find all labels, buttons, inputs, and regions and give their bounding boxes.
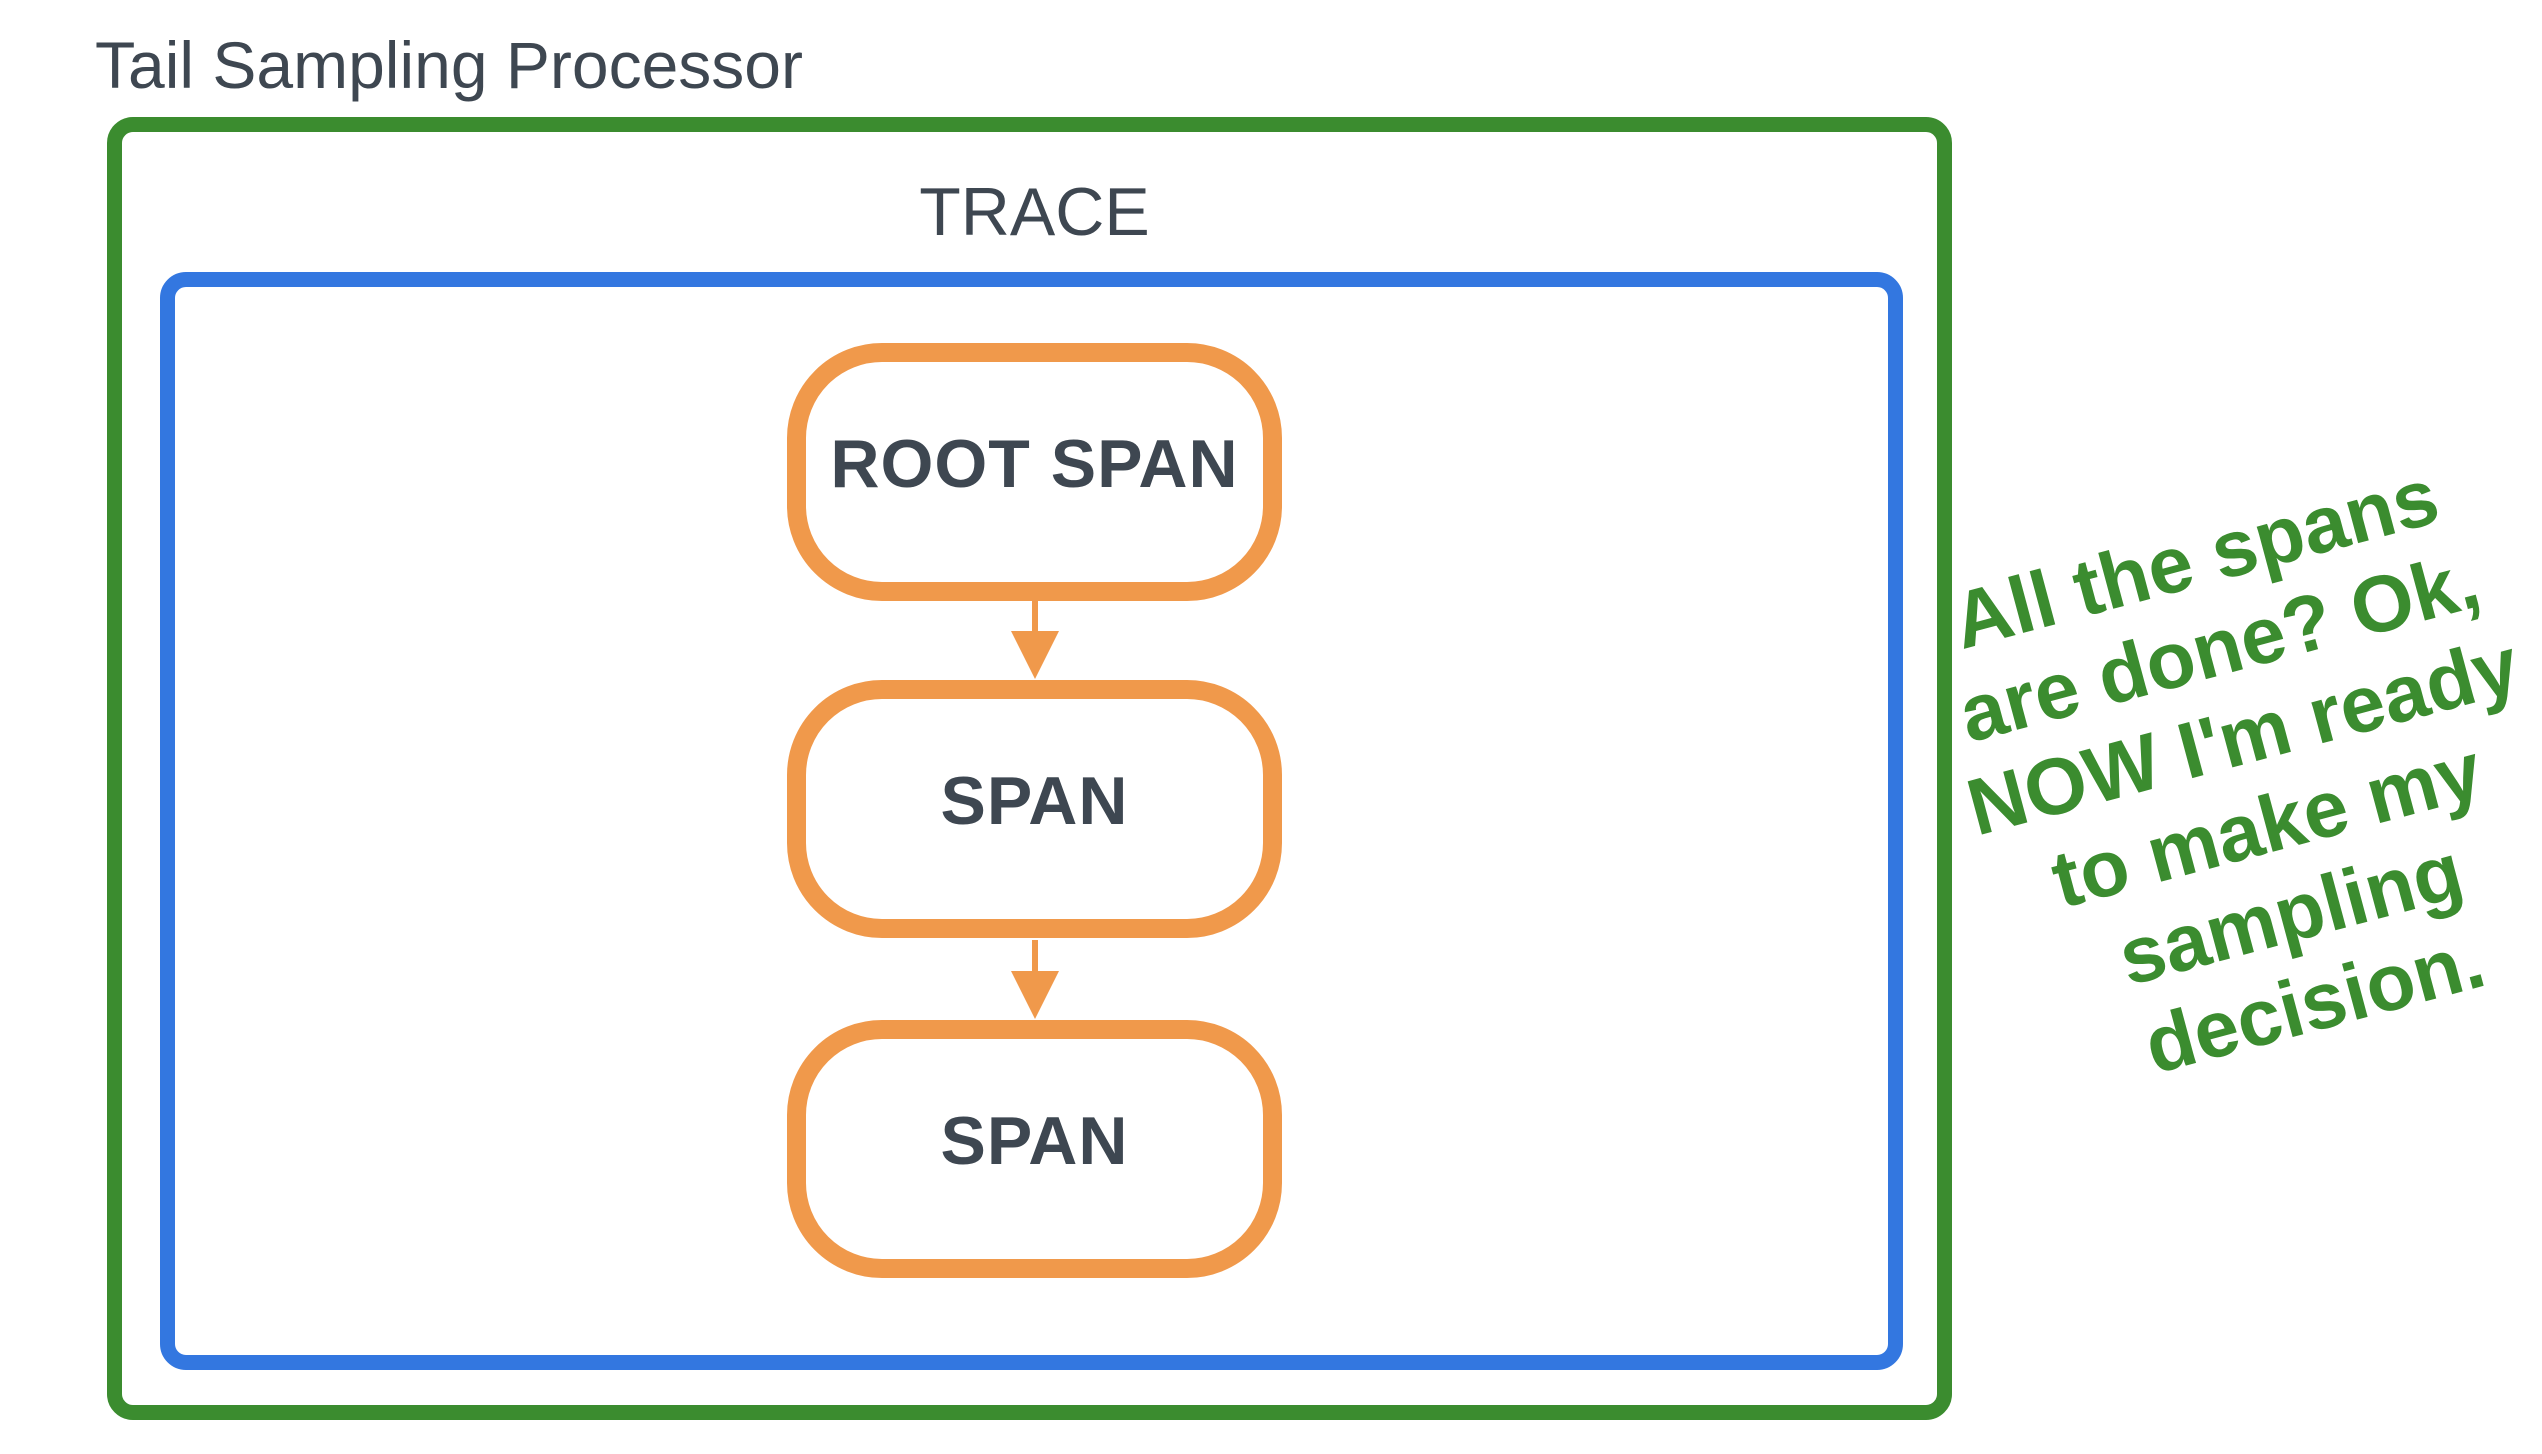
node-span-2: SPAN: [787, 1020, 1282, 1278]
node-span-1: SPAN: [787, 680, 1282, 938]
node-root-span: ROOT SPAN: [787, 343, 1282, 601]
trace-label: TRACE: [919, 174, 1150, 250]
arrow-down-icon: [1011, 631, 1059, 679]
node-span-2-label: SPAN: [940, 1103, 1129, 1179]
trace-box: [160, 272, 1903, 1370]
tail-sampling-processor-box: [107, 117, 1952, 1420]
arrow-down-icon: [1032, 600, 1038, 633]
diagram-title: Tail Sampling Processor: [95, 28, 803, 102]
arrow-down-icon: [1011, 971, 1059, 1019]
node-root-span-label: ROOT SPAN: [830, 426, 1239, 502]
node-span-1-label: SPAN: [940, 763, 1129, 839]
arrow-down-icon: [1032, 940, 1038, 973]
